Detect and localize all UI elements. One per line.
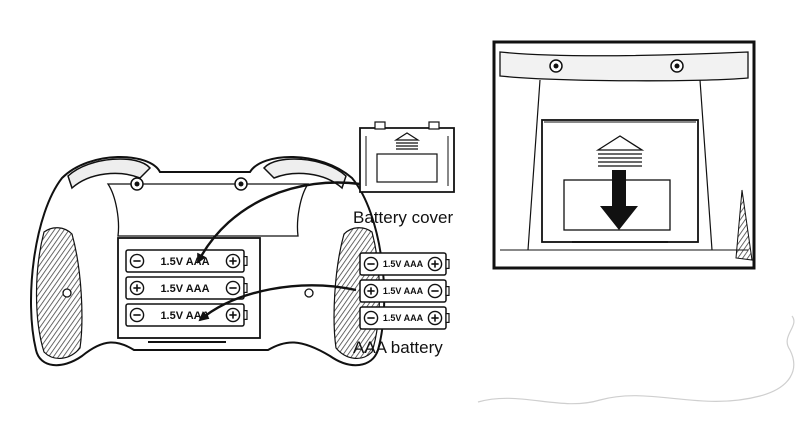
installed-batteries: 1.5V AAA 1.5V AAA 1.5V AAA xyxy=(125,249,248,327)
battery-label: 1.5V AAA xyxy=(160,256,209,268)
plus-terminal-icon xyxy=(225,307,241,323)
left-grip-texture xyxy=(35,227,83,359)
battery-cover xyxy=(359,121,455,193)
curved-arrow-icon xyxy=(198,284,357,322)
screw-icon xyxy=(549,59,563,73)
paper-edge xyxy=(477,315,795,405)
down-arrow-icon xyxy=(600,170,638,230)
minus-terminal-icon xyxy=(129,307,145,323)
plus-terminal-icon xyxy=(225,253,241,269)
battery: 1.5V AAA xyxy=(359,252,450,276)
grip-ridge-icon xyxy=(393,132,421,150)
battery: 1.5V AAA xyxy=(359,279,450,303)
minus-terminal-icon xyxy=(129,253,145,269)
screw-icon xyxy=(234,177,248,191)
plus-terminal-icon xyxy=(427,310,443,326)
battery: 1.5V AAA xyxy=(125,303,248,327)
battery-label: 1.5V AAA xyxy=(383,259,424,269)
controller-back: 1.5V AAA 1.5V AAA 1.5V AAA xyxy=(30,156,386,367)
minus-terminal-icon xyxy=(427,283,443,299)
grip-ridge-icon xyxy=(595,135,645,167)
battery-label: 1.5V AAA xyxy=(160,283,209,295)
battery-label: 1.5V AAA xyxy=(160,310,209,322)
curved-arrow-icon xyxy=(196,181,361,264)
battery: 1.5V AAA xyxy=(125,276,248,300)
aaa-battery-label: AAA battery xyxy=(353,338,443,357)
loose-batteries: 1.5V AAA 1.5V AAA 1.5V AAA xyxy=(359,252,450,330)
inset-cover-detail xyxy=(492,40,756,270)
minus-terminal-icon xyxy=(363,256,379,272)
screw-icon xyxy=(304,288,314,298)
plus-terminal-icon xyxy=(427,256,443,272)
controller-top-plate xyxy=(106,183,310,237)
minus-terminal-icon xyxy=(363,310,379,326)
battery: 1.5V AAA xyxy=(359,306,450,330)
plus-terminal-icon xyxy=(129,280,145,296)
battery-cover-label: Battery cover xyxy=(353,208,454,227)
plus-terminal-icon xyxy=(363,283,379,299)
right-bumper xyxy=(262,158,347,190)
left-bumper xyxy=(67,158,152,190)
screw-icon xyxy=(62,288,72,298)
minus-terminal-icon xyxy=(225,280,241,296)
battery-label: 1.5V AAA xyxy=(383,286,424,296)
battery: 1.5V AAA xyxy=(125,249,248,273)
battery-label: 1.5V AAA xyxy=(383,313,424,323)
screw-icon xyxy=(670,59,684,73)
screw-icon xyxy=(130,177,144,191)
